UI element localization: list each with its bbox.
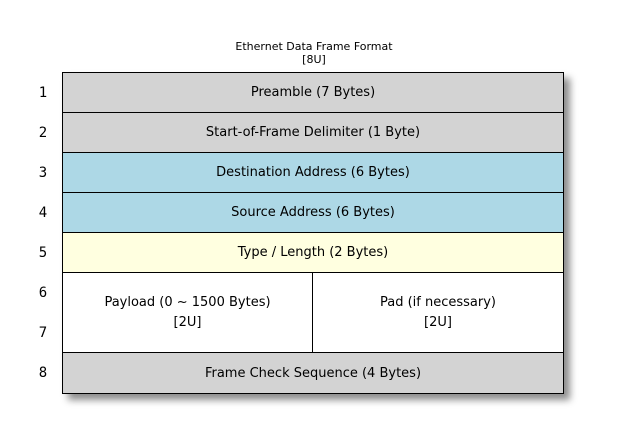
row-number-7: 7 — [38, 325, 48, 341]
row-type-length: Type / Length (2 Bytes) — [63, 233, 563, 273]
row-start-of-frame-delimiter: Start-of-Frame Delimiter (1 Byte) — [63, 113, 563, 153]
row-number-1: 1 — [38, 85, 48, 101]
row-preamble-label: Preamble (7 Bytes) — [250, 85, 376, 100]
row-source-address: Source Address (6 Bytes) — [63, 193, 563, 233]
cell-pad-line1: Pad (if necessary) — [379, 294, 496, 310]
row-frame-check-sequence: Frame Check Sequence (4 Bytes) — [63, 353, 563, 393]
row-preamble: Preamble (7 Bytes) — [63, 73, 563, 113]
cell-payload: Payload (0 ~ 1500 Bytes) [2U] — [63, 273, 313, 352]
row-number-3: 3 — [38, 165, 48, 181]
cell-pad-line2: [2U] — [424, 314, 452, 330]
row-number-2: 2 — [38, 125, 48, 141]
row-number-6: 6 — [38, 285, 48, 301]
row-number-5: 5 — [38, 245, 48, 261]
cell-payload-line2: [2U] — [173, 314, 202, 330]
row-number-4: 4 — [38, 205, 48, 221]
row-number-column: 1 2 3 4 5 6 7 8 — [24, 72, 62, 393]
row-start-of-frame-delimiter-label: Start-of-Frame Delimiter (1 Byte) — [205, 125, 421, 140]
row-number-8: 8 — [38, 365, 48, 381]
cell-pad: Pad (if necessary) [2U] — [313, 273, 563, 352]
row-source-address-label: Source Address (6 Bytes) — [231, 205, 395, 220]
row-payload-pad: Payload (0 ~ 1500 Bytes) [2U] Pad (if ne… — [63, 273, 563, 353]
cell-payload-line1: Payload (0 ~ 1500 Bytes) — [104, 294, 271, 310]
title-line-2: [8U] — [302, 53, 326, 66]
diagram-title: Ethernet Data Frame Format [8U] — [0, 40, 628, 66]
row-destination-address-label: Destination Address (6 Bytes) — [216, 165, 410, 180]
row-destination-address: Destination Address (6 Bytes) — [63, 153, 563, 193]
row-number-group-6-7: 6 7 — [24, 273, 62, 353]
ethernet-frame-box: Preamble (7 Bytes) Start-of-Frame Delimi… — [62, 72, 564, 394]
frame-diagram: 1 2 3 4 5 6 7 8 Preamble (7 Bytes) Start… — [24, 72, 564, 394]
row-frame-check-sequence-label: Frame Check Sequence (4 Bytes) — [204, 365, 422, 381]
title-line-1: Ethernet Data Frame Format — [235, 40, 393, 53]
row-type-length-label: Type / Length (2 Bytes) — [237, 245, 389, 260]
